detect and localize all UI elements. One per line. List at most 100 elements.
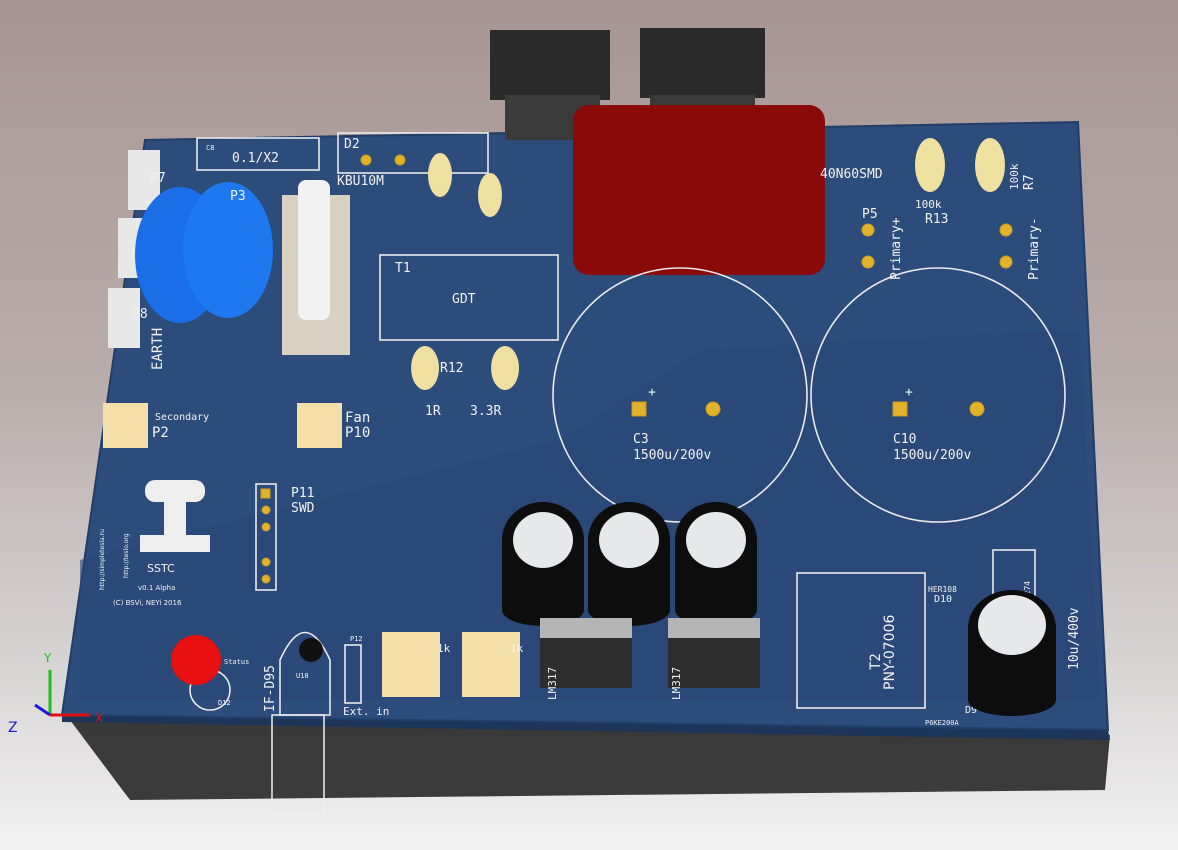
connector-p10 (297, 403, 342, 448)
p11-name: SWD (291, 501, 315, 516)
c10-label: C10 (893, 432, 916, 447)
r12-value: 1R (425, 404, 441, 419)
d12-label: D12 (218, 699, 231, 707)
axis-gizmo[interactable]: Y X Z (8, 651, 103, 736)
resistor-r13 (915, 138, 945, 192)
p7-label: P7 (150, 171, 166, 186)
u10-outline (279, 631, 331, 716)
common-mode-choke (183, 182, 273, 318)
d2-part: KBU10M (337, 174, 384, 189)
t1-outline (379, 254, 559, 341)
p12-outline (344, 644, 362, 704)
t2-outline (796, 572, 926, 709)
hv-electrolytic-capacitor (968, 590, 1056, 716)
c10-outline (810, 267, 1066, 523)
board-shadow (70, 720, 1110, 800)
transistor-body (490, 30, 610, 100)
pad (260, 488, 271, 499)
c10-polarity: + (905, 385, 913, 400)
r7-label: R7 (1022, 174, 1037, 190)
r13-value: 100k (915, 198, 942, 211)
electrolytic-capacitor (588, 502, 670, 626)
primary-plus-label: Primary+ (889, 217, 904, 280)
connector (462, 632, 520, 697)
pad (705, 401, 721, 417)
t1-part: GDT (452, 292, 476, 307)
url-teslo: http://teslo.org (123, 533, 130, 578)
primary-minus-label: Primary- (1027, 217, 1042, 280)
spade-terminal-p8 (108, 288, 140, 348)
p2-name: Secondary (155, 412, 209, 423)
d2-label: D2 (344, 137, 360, 152)
c10-value: 1500u/200v (893, 448, 971, 463)
regulator-tab (668, 618, 760, 638)
pad (861, 255, 875, 269)
pad (394, 154, 406, 166)
tesla-coil-logo (140, 480, 210, 552)
p12-label: P12 (350, 635, 363, 643)
x-axis-label: X (95, 711, 103, 725)
t1-label: T1 (395, 261, 411, 276)
p8-label: P8 (132, 307, 148, 322)
pad (892, 401, 908, 417)
connector-p2 (103, 403, 148, 448)
z-axis-label: Z (8, 720, 18, 736)
p12-name: Ext. in (343, 705, 389, 718)
board-title: SSTC (147, 562, 175, 575)
electrolytic-capacitor (502, 502, 584, 626)
c8-outline (196, 137, 320, 171)
d2-outline (337, 132, 489, 174)
z-axis-arrow (34, 703, 51, 717)
lm317-b-label: LM317 (670, 667, 683, 700)
board-version: v0.1 Alpha (138, 584, 175, 592)
d10-label: D10 (934, 594, 952, 605)
u10-leadframe (271, 714, 325, 816)
u10-part: IF-D95 (263, 665, 278, 712)
earth-label: EARTH (150, 328, 166, 370)
p2-label: P2 (152, 425, 169, 441)
p3-label: P3 (230, 189, 246, 204)
res-1k-b: 1k (510, 642, 524, 655)
r12-label: R12 (440, 361, 463, 376)
c3-value: 1500u/200v (633, 448, 711, 463)
resistor (491, 346, 519, 390)
resistor (478, 173, 502, 217)
c8-value: 0.1/X2 (232, 151, 279, 166)
mosfet-label: 40N60SMD (820, 167, 883, 182)
hv-cap-value: 10u/400v (1067, 607, 1082, 670)
r13-label: R13 (925, 212, 948, 227)
pad (261, 505, 271, 515)
y-axis-label: Y (43, 651, 52, 665)
pad (261, 574, 271, 584)
u10-label: U10 (296, 672, 309, 680)
connector (382, 632, 440, 697)
pad (631, 401, 647, 417)
t2-part: PNY-07006 (882, 615, 898, 690)
pad (261, 522, 271, 532)
fuse (298, 180, 330, 320)
d10-part: HER108 (928, 585, 957, 594)
c3-polarity: + (648, 385, 656, 400)
pad (861, 223, 875, 237)
c3-label: C3 (633, 432, 649, 447)
resistor-r7 (975, 138, 1005, 192)
p11-label: P11 (291, 486, 314, 501)
url-simpletesla: http://simpletesla.ru (99, 529, 106, 590)
d12-name: Status (224, 658, 249, 666)
pad (261, 557, 271, 567)
lm317-a-label: LM317 (546, 667, 559, 700)
status-led (171, 635, 221, 685)
ground-plane (80, 330, 1100, 700)
pad (969, 401, 985, 417)
resistor (428, 153, 452, 197)
c8-label: C8 (206, 144, 214, 152)
electrolytic-capacitor (675, 502, 757, 626)
d9-part: P6KE200A (925, 719, 960, 727)
res-1k-a: 1k (437, 642, 451, 655)
film-capacitor (573, 105, 825, 275)
d9-label: D9 (965, 705, 977, 716)
transistor-body (640, 28, 765, 98)
p10-label: P10 (345, 425, 370, 441)
p11-outline (255, 483, 277, 591)
